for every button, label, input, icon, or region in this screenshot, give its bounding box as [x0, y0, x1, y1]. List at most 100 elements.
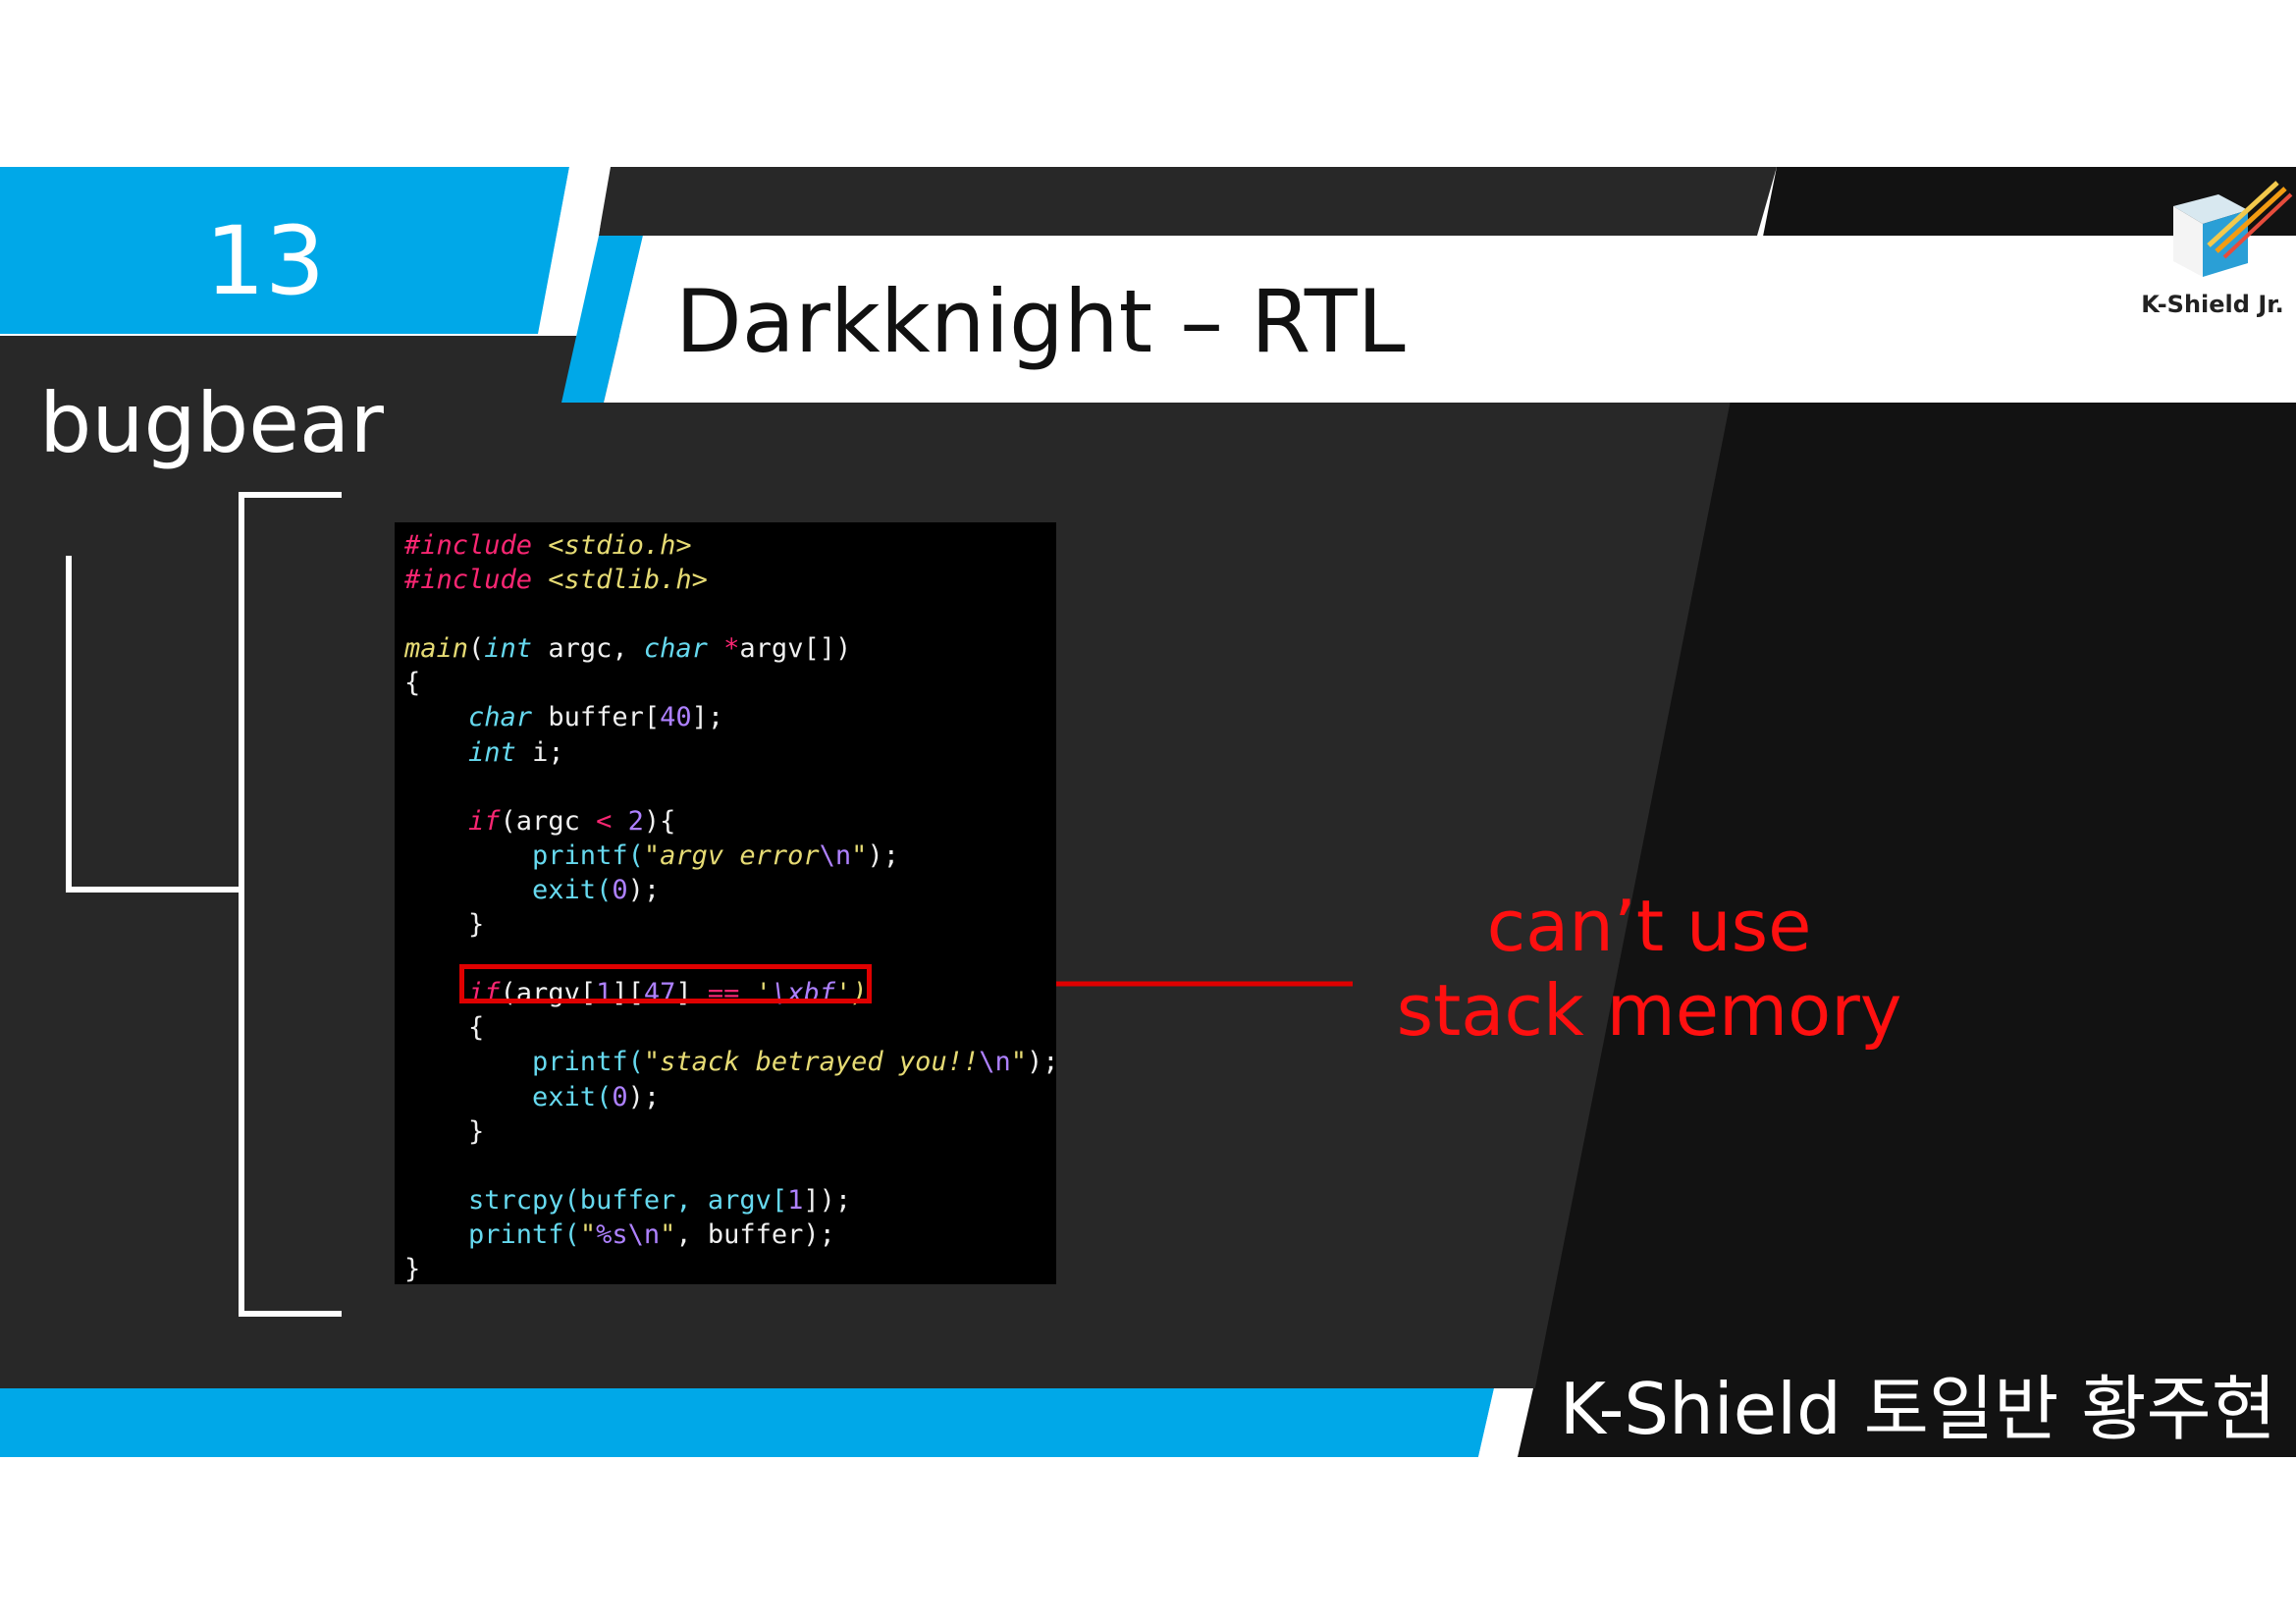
code-line: { — [404, 666, 1056, 700]
slant-gap — [538, 167, 611, 336]
code-token: } — [404, 909, 485, 941]
code-line: exit(0); — [404, 873, 1056, 907]
code-token: <stdlib.h> — [532, 565, 708, 596]
code-token: #include — [404, 530, 533, 561]
code-token: " — [579, 1218, 597, 1250]
code-line: { — [404, 1010, 1056, 1045]
code-line: int i; — [404, 735, 1056, 770]
logo-text: K-Shield Jr. — [2141, 291, 2284, 318]
code-token: argc, — [532, 633, 644, 665]
code-line: printf("argv error\n"); — [404, 839, 1056, 873]
title-band — [604, 236, 2296, 403]
code-token: < — [596, 805, 613, 837]
annotation-text: can’t use stack memory — [1355, 884, 1944, 1053]
code-token: ); — [1027, 1047, 1059, 1078]
code-token: 1 — [787, 1184, 804, 1216]
bracket-line — [239, 492, 342, 1317]
code-line-empty — [404, 770, 1056, 804]
code-token: ){ — [643, 805, 676, 837]
title-accent-stripe — [561, 236, 643, 403]
code-token: printf( — [404, 1047, 644, 1078]
code-token — [404, 702, 468, 732]
code-token: ); — [627, 1081, 661, 1112]
code-token: == — [707, 978, 740, 1009]
code-token: \n — [979, 1047, 1011, 1078]
code-token: 47 — [643, 978, 676, 1009]
code-line: } — [404, 907, 1056, 942]
code-token: i; — [515, 736, 564, 768]
code-token: " — [1010, 1047, 1027, 1078]
annotation-line-1: can’t use — [1486, 885, 1812, 967]
code-token: ); — [627, 874, 661, 905]
code-token: exit( — [404, 1081, 613, 1112]
footer-blue-band — [0, 1388, 1494, 1457]
code-token: "stack betrayed you!! — [643, 1047, 980, 1078]
annotation-line-2: stack memory — [1396, 969, 1902, 1052]
code-token: 0 — [612, 874, 628, 905]
code-token: \xbf — [771, 978, 835, 1009]
code-token: 2 — [627, 805, 644, 837]
code-line: strcpy(buffer, argv[1]); — [404, 1183, 1056, 1218]
footer-slant — [1478, 1388, 1533, 1457]
code-token: exit( — [404, 874, 613, 905]
code-token: main — [404, 633, 469, 665]
code-token: (argc — [500, 805, 597, 837]
code-line: main(int argc, char *argv[]) — [404, 631, 1056, 666]
slide-title: Darkknight – RTL — [675, 271, 1406, 372]
code-token: ][ — [612, 978, 644, 1009]
code-token: buffer[ — [532, 702, 661, 733]
code-token: ]; — [691, 702, 724, 733]
code-token: char — [468, 702, 533, 733]
code-token: ') — [834, 978, 868, 1009]
number-box — [0, 167, 569, 334]
code-token: "argv error — [643, 839, 820, 871]
connector-line — [66, 556, 241, 893]
code-token: 0 — [612, 1081, 628, 1112]
code-token: { — [404, 668, 421, 699]
code-token — [612, 806, 627, 837]
footer-dark-band — [1518, 1388, 2296, 1457]
code-token: strcpy(buffer, argv[ — [404, 1184, 788, 1216]
code-token: #include — [404, 565, 533, 596]
header-strip — [599, 167, 1777, 236]
code-line-empty — [404, 1149, 1056, 1183]
code-line: } — [404, 1252, 1056, 1286]
code-line: printf("%s\n", buffer); — [404, 1218, 1056, 1252]
code-line: #include <stdio.h> — [404, 528, 1056, 563]
code-highlight-box — [459, 964, 872, 1003]
code-screenshot: #include <stdio.h> #include <stdlib.h> m… — [395, 522, 1059, 1286]
code-token: %s\n — [596, 1218, 661, 1250]
code-token — [404, 806, 468, 837]
code-token: printf( — [404, 1218, 580, 1250]
code-line: printf("stack betrayed you!!\n"); — [404, 1045, 1059, 1079]
code-line: char buffer[40]; — [404, 700, 1056, 734]
code-token: ); — [867, 839, 899, 871]
code-token: " — [660, 1218, 676, 1250]
code-token: } — [404, 1115, 485, 1147]
kshield-logo-icon — [2173, 181, 2293, 277]
code-line: exit(0); — [404, 1080, 1056, 1114]
slide-subtitle: bugbear — [39, 375, 384, 471]
slide-number: 13 — [204, 206, 326, 316]
code-token: { — [404, 1012, 485, 1044]
code-token: ( — [468, 633, 485, 665]
code-line-empty — [404, 597, 1056, 631]
code-token: ]); — [803, 1184, 852, 1216]
dark-diagonal — [1522, 167, 2296, 1457]
code-line: #include <stdlib.h> — [404, 563, 1056, 597]
code-token: if — [468, 978, 501, 1009]
code-token: " — [851, 839, 868, 871]
code-token: } — [404, 1253, 421, 1284]
code-line: if(argc < 2){ — [404, 804, 1056, 839]
code-line: } — [404, 1114, 1056, 1149]
code-token: * — [707, 633, 740, 665]
code-token: <stdio.h> — [532, 530, 692, 561]
code-token: char — [643, 633, 708, 665]
code-token: printf( — [404, 839, 644, 871]
code-token: int — [468, 736, 516, 768]
code-token: argv[]) — [739, 633, 852, 665]
code-token: 40 — [660, 702, 692, 733]
footer-author: K-Shield 토일반 황주현 — [1559, 1368, 2276, 1450]
code-token: int — [484, 633, 533, 665]
code-token — [404, 737, 468, 768]
